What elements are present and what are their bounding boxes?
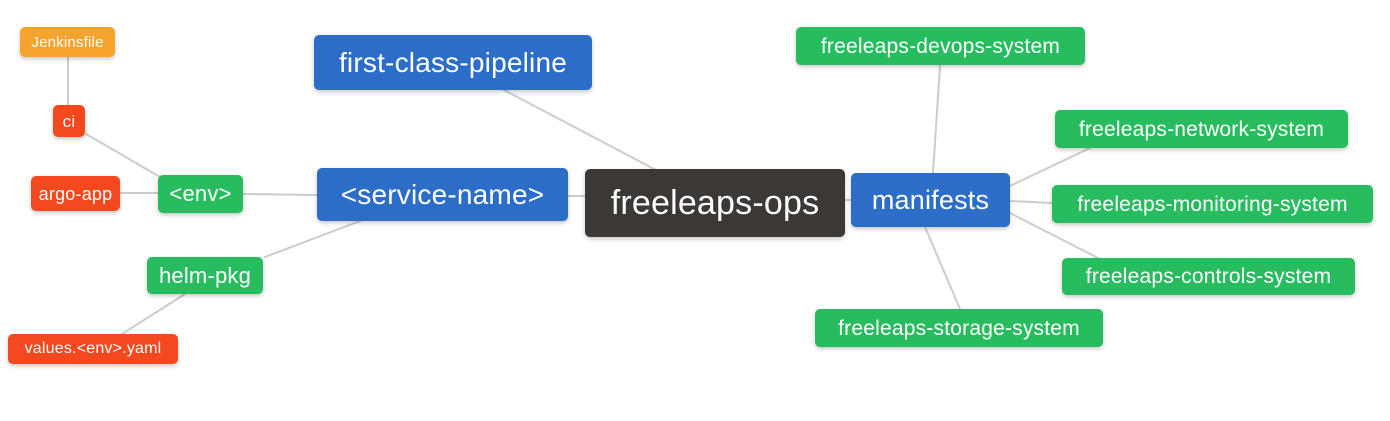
node-devops[interactable]: freeleaps-devops-system [796, 27, 1085, 65]
node-network[interactable]: freeleaps-network-system [1055, 110, 1348, 148]
edge-manifests-storage [924, 226, 961, 310]
edge-service-helm-pkg [264, 220, 361, 258]
node-manifests[interactable]: manifests [851, 173, 1010, 227]
edge-manifests-network [1009, 147, 1091, 187]
edge-manifests-monitoring [1009, 200, 1053, 204]
node-controls[interactable]: freeleaps-controls-system [1062, 258, 1355, 295]
node-ci[interactable]: ci [53, 105, 85, 137]
edge-manifests-controls [1009, 212, 1099, 259]
edge-manifests-devops [932, 65, 941, 174]
node-helm-pkg[interactable]: helm-pkg [147, 257, 263, 294]
node-service[interactable]: <service-name> [317, 168, 568, 221]
node-ops[interactable]: freeleaps-ops [585, 169, 845, 237]
node-argo-app[interactable]: argo-app [31, 176, 120, 211]
node-values[interactable]: values.<env>.yaml [8, 334, 178, 364]
edge-ops-pipeline [503, 89, 657, 171]
edge-helm-pkg-values [121, 293, 186, 335]
node-monitoring[interactable]: freeleaps-monitoring-system [1052, 185, 1373, 223]
node-jenkinsfile[interactable]: Jenkinsfile [20, 27, 115, 57]
edge-env-ci [85, 133, 161, 178]
node-storage[interactable]: freeleaps-storage-system [815, 309, 1103, 347]
node-env[interactable]: <env> [158, 175, 243, 213]
node-pipeline[interactable]: first-class-pipeline [314, 35, 592, 90]
edge-service-env [242, 193, 318, 196]
